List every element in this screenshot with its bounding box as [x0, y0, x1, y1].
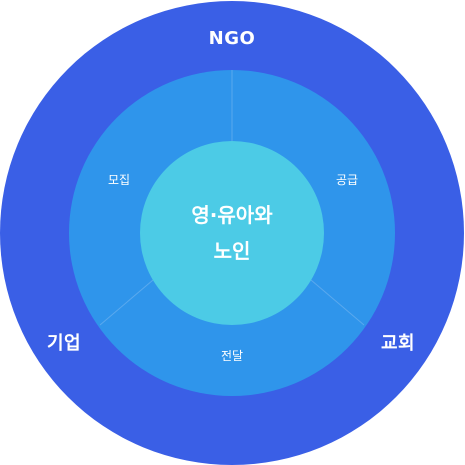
outer-label-ngo: NGO [208, 28, 256, 49]
outer-label-company: 기업 [46, 333, 82, 354]
divider-left [99, 279, 154, 326]
center-label: 영·유아와 노인 [191, 197, 272, 269]
inner-circle [140, 141, 324, 325]
middle-label-supply: 공급 [335, 173, 359, 187]
outer-label-church: 교회 [380, 333, 416, 354]
middle-label-deliver: 전달 [220, 349, 244, 363]
middle-label-recruit: 모집 [107, 173, 131, 187]
center-label-line2: 노인 [213, 239, 251, 263]
divider-right [310, 279, 365, 326]
center-label-line1: 영·유아와 [191, 203, 273, 227]
